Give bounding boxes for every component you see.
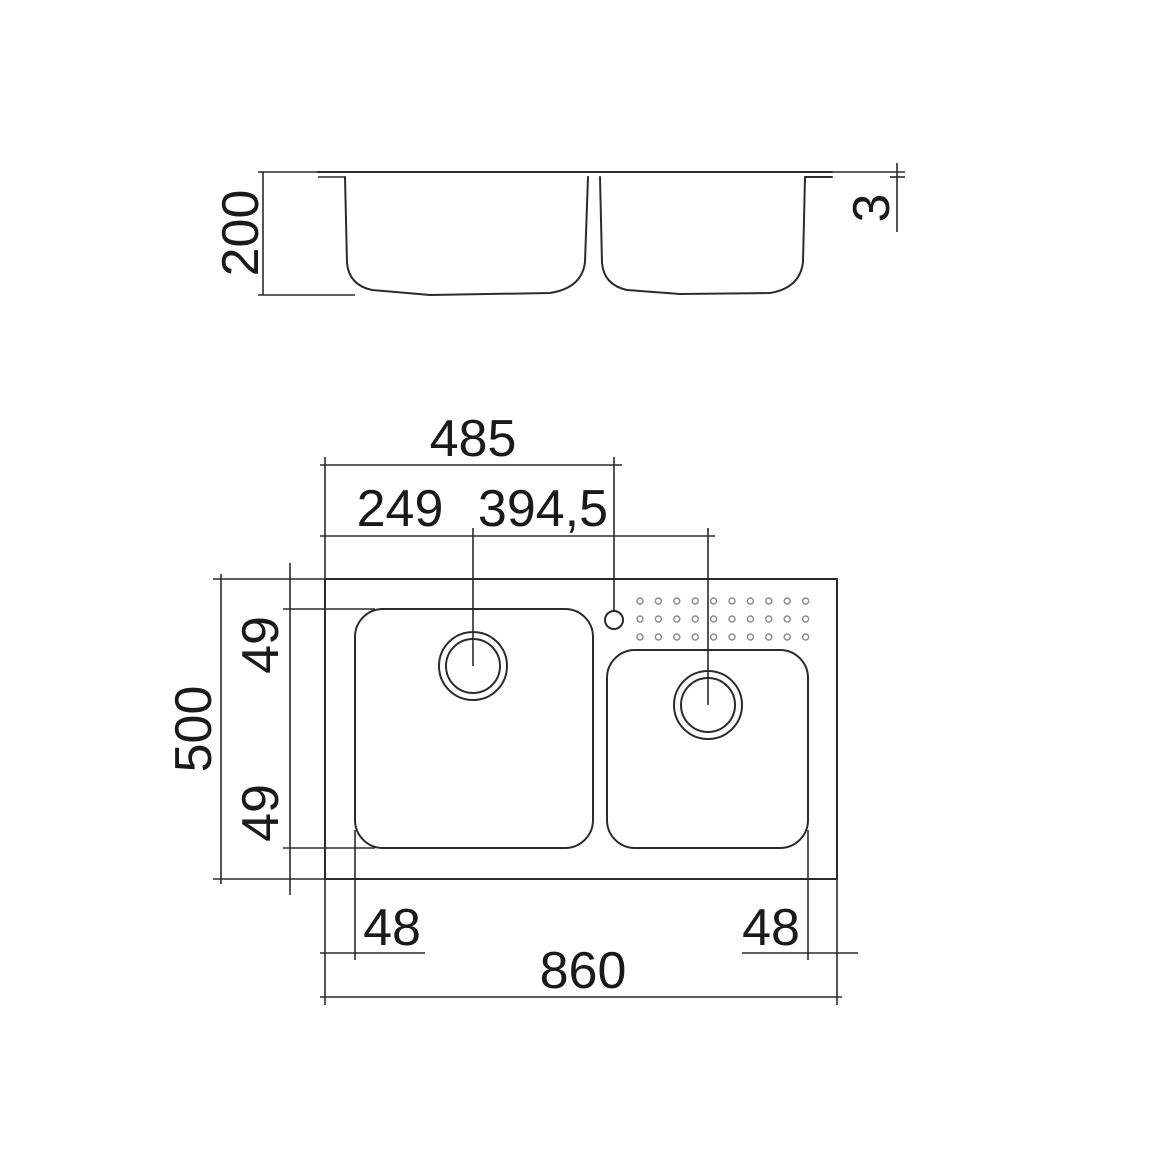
- drainboard-dot: [654, 597, 663, 605]
- side-view: [258, 163, 905, 296]
- sink-outline: [324, 578, 838, 880]
- left-margin-label: 48: [363, 899, 421, 957]
- drainboard-dot: [728, 597, 736, 605]
- drainboard-dot: [673, 597, 681, 605]
- drainboard-dot: [801, 633, 810, 641]
- dimension-labels: 200 3 485 249 394,5 500 49 49 48 48 860: [165, 190, 901, 1000]
- drainboard-dot-pattern: [636, 597, 810, 641]
- drainboard-dot: [728, 615, 736, 623]
- drainboard-dot: [746, 633, 755, 641]
- plan-view: [324, 578, 838, 880]
- rim-thickness-label: 3: [843, 194, 901, 223]
- drainboard-dot: [654, 615, 663, 623]
- drainboard-dot: [691, 633, 699, 641]
- drainboard-dot: [636, 597, 644, 605]
- drainboard-dot: [783, 633, 791, 641]
- drainboard-dot: [691, 597, 699, 605]
- left-drain-offset-label: 249: [357, 480, 444, 538]
- plan-dimension-lines: [213, 457, 858, 1005]
- drainboard-dot: [709, 615, 718, 623]
- drainboard-dot: [709, 633, 718, 641]
- drainboard-dot: [709, 597, 718, 605]
- drainboard-dot: [746, 615, 755, 623]
- total-height-label: 500: [165, 686, 223, 773]
- drainboard-dot: [801, 597, 810, 605]
- drainboard-dot: [673, 633, 681, 641]
- drainboard-dot: [765, 615, 773, 623]
- tap-hole-icon: [604, 610, 624, 630]
- depth-label: 200: [212, 190, 270, 277]
- drainboard-dot: [728, 633, 736, 641]
- drainboard-dot: [765, 633, 773, 641]
- right-drain-offset-label: 394,5: [478, 480, 608, 538]
- drainboard-dot: [783, 597, 791, 605]
- drainboard-dot: [801, 615, 810, 623]
- side-view-left-bowl: [344, 176, 589, 296]
- top-margin-label: 49: [232, 616, 290, 674]
- drainboard-dot: [654, 633, 663, 641]
- left-bowl-outline: [354, 608, 594, 849]
- total-width-label: 860: [540, 942, 627, 1000]
- drainboard-dot: [746, 597, 755, 605]
- drainboard-dot: [783, 615, 791, 623]
- drain-offset-total-label: 485: [430, 410, 517, 468]
- bottom-margin-label: 49: [232, 784, 290, 842]
- drainboard-dot: [636, 615, 644, 623]
- drainboard-dot: [636, 633, 644, 641]
- right-margin-label: 48: [742, 899, 800, 957]
- side-view-right-bowl: [599, 176, 833, 295]
- drainboard-dot: [673, 615, 681, 623]
- drainboard-dot: [765, 597, 773, 605]
- drainboard-dot: [691, 615, 699, 623]
